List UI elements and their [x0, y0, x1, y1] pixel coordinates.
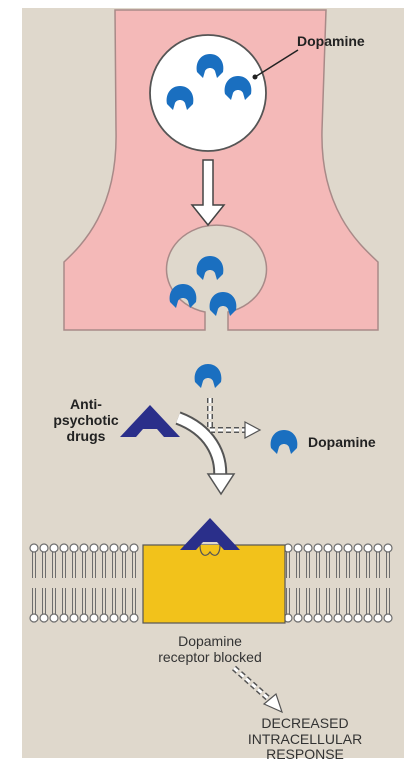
response-label-line1: DECREASED	[261, 715, 348, 731]
response-label-line2: INTRACELLULAR	[248, 731, 362, 747]
receptor-label-line2: receptor blocked	[158, 649, 262, 665]
pointer-dot	[253, 75, 258, 80]
dopamine-vesicle-label: Dopamine	[297, 33, 365, 49]
receptor-label-line1: Dopamine	[178, 633, 242, 649]
dopamine-free-label: Dopamine	[308, 434, 376, 450]
antipsychotic-label-line2: psychotic	[53, 412, 119, 428]
response-label-line3: RESPONSE	[266, 746, 344, 761]
antipsychotic-label-line1: Anti-	[70, 396, 102, 412]
antipsychotic-label-line3: drugs	[67, 428, 106, 444]
dopamine-receptor	[143, 545, 285, 623]
